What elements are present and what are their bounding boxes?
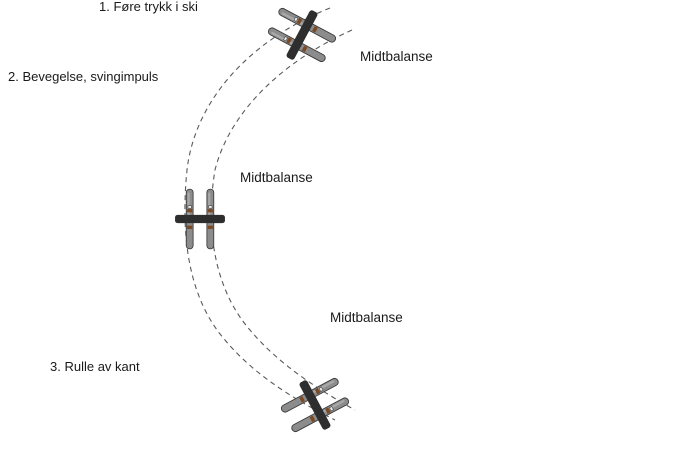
ski-pair-middle: [174, 188, 226, 250]
balance-label-top: Midtbalanse: [360, 49, 433, 64]
balance-label-bottom: Midtbalanse: [330, 310, 403, 325]
step-1-label: 1. Føre trykk i ski: [99, 0, 198, 14]
inner-track-line: [210, 29, 356, 411]
step-2-label: 2. Bevegelse, svingimpuls: [8, 69, 159, 84]
ski-pair-top: [261, 0, 343, 74]
ski-pair-bottom: [274, 366, 356, 444]
balance-label-middle: Midtbalanse: [240, 170, 313, 185]
step-3-label: 3. Rulle av kant: [50, 359, 140, 374]
